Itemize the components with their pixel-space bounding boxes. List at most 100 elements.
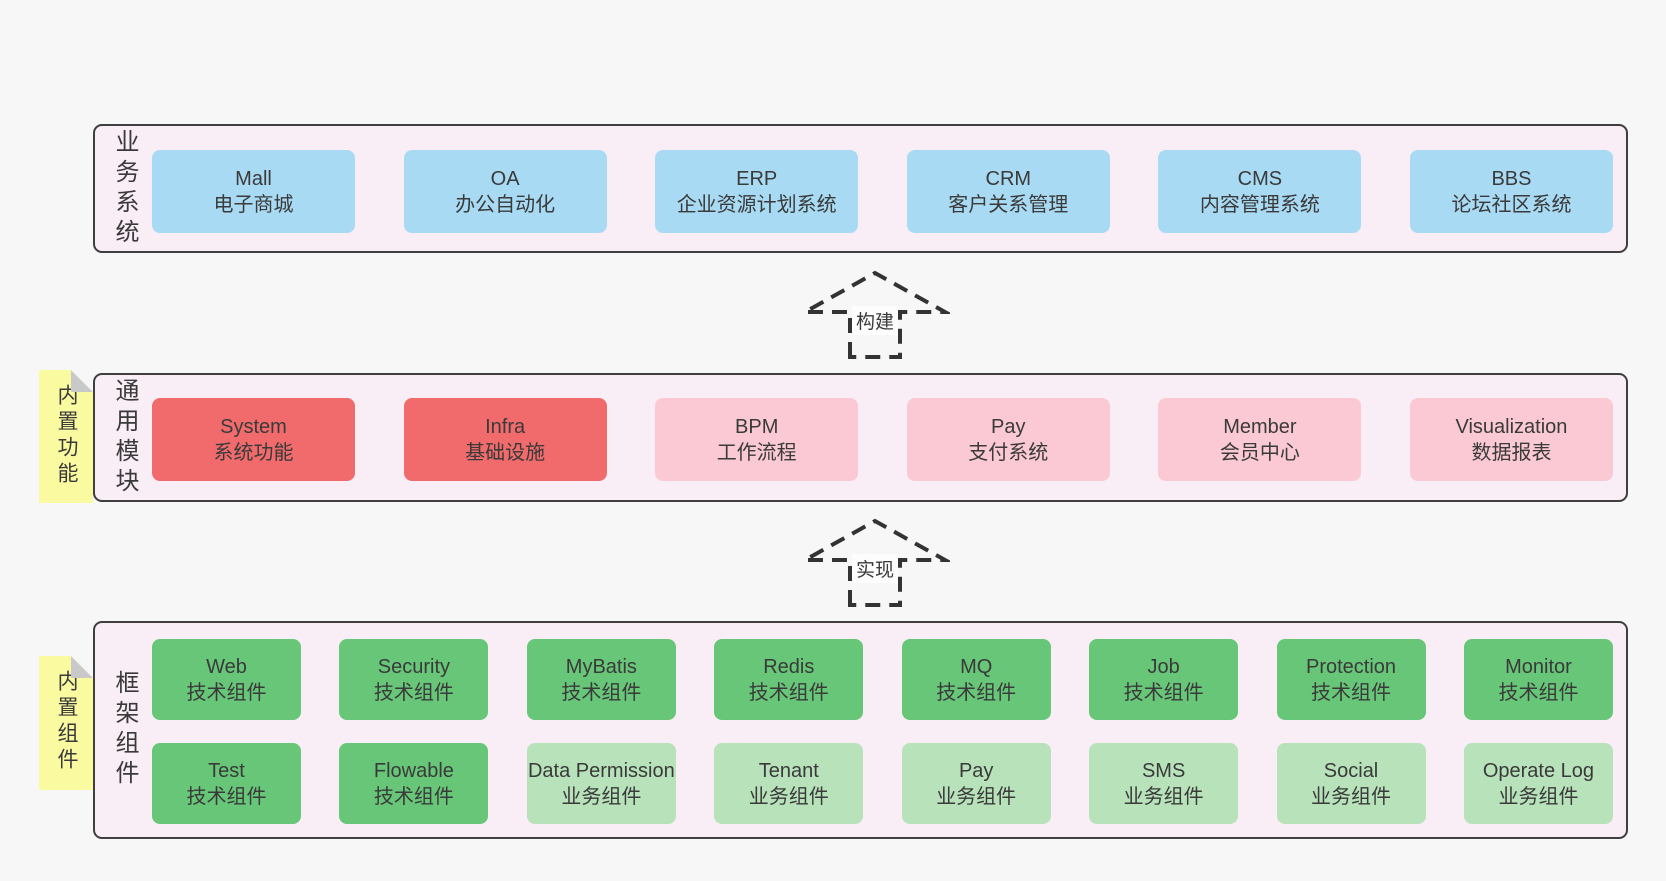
box-social: Social 业务组件	[1276, 743, 1426, 824]
box-subtitle: 技术组件	[373, 785, 454, 808]
box-mall: Mall 电子商城	[152, 150, 355, 233]
box-subtitle: 工作流程	[716, 441, 797, 464]
box-subtitle: 业务组件	[1311, 785, 1392, 808]
box-flowable: Flowable 技术组件	[339, 743, 489, 824]
box-title: BBS	[1491, 167, 1532, 190]
box-subtitle: 技术组件	[561, 681, 642, 704]
panel-framework-components: 框架组件 Web 技术组件 Security 技术组件 MyBatis 技术组件…	[93, 621, 1628, 839]
box-job: Job 技术组件	[1089, 639, 1239, 720]
framework-components-row-1: Web 技术组件 Security 技术组件 MyBatis 技术组件 Redi…	[152, 639, 1613, 720]
box-crm: CRM 客户关系管理	[906, 150, 1110, 233]
box-security: Security 技术组件	[339, 639, 489, 720]
box-tenant: Tenant 业务组件	[714, 743, 864, 824]
box-title: Data Permission	[527, 759, 675, 782]
box-subtitle: 论坛社区系统	[1451, 193, 1572, 216]
common-modules-row: System 系统功能 Infra 基础设施 BPM 工作流程 Pay 支付系统…	[152, 398, 1613, 481]
box-subtitle: 技术组件	[186, 681, 267, 704]
business-systems-row: Mall 电子商城 OA 办公自动化 ERP 企业资源计划系统 CRM 客户关系…	[152, 150, 1613, 233]
box-title: OA	[490, 167, 520, 190]
box-erp: ERP 企业资源计划系统	[655, 150, 859, 233]
box-protection: Protection 技术组件	[1276, 639, 1426, 720]
box-monitor: Monitor 技术组件	[1463, 639, 1613, 720]
box-subtitle: 技术组件	[186, 785, 267, 808]
box-subtitle: 业务组件	[1123, 785, 1204, 808]
box-web: Web 技术组件	[152, 639, 301, 720]
box-mybatis: MyBatis 技术组件	[526, 639, 676, 720]
box-title: Mall	[235, 167, 272, 190]
panel-common-modules-label: 通用模块	[111, 377, 138, 498]
arrow-build-label: 构建	[851, 306, 899, 335]
box-title: CRM	[985, 167, 1032, 190]
box-subtitle: 数据报表	[1471, 441, 1552, 464]
box-pay-business: Pay 业务组件	[901, 743, 1051, 824]
box-oa: OA 办公自动化	[403, 150, 607, 233]
box-subtitle: 内容管理系统	[1199, 193, 1320, 216]
box-title: Monitor	[1505, 655, 1572, 678]
box-infra: Infra 基础设施	[403, 398, 607, 481]
box-title: MyBatis	[565, 655, 637, 678]
panel-business-systems: 业务系统 Mall 电子商城 OA 办公自动化 ERP 企业资源计划系统 CRM…	[93, 124, 1628, 253]
box-subtitle: 系统功能	[213, 441, 294, 464]
box-title: Tenant	[758, 759, 819, 782]
panel-business-systems-label: 业务系统	[111, 128, 138, 249]
box-subtitle: 技术组件	[748, 681, 829, 704]
box-subtitle: 企业资源计划系统	[676, 193, 837, 216]
box-title: Web	[206, 655, 247, 678]
box-title: Flowable	[373, 759, 454, 782]
box-title: Member	[1223, 415, 1297, 438]
panel-common-modules: 通用模块 System 系统功能 Infra 基础设施 BPM 工作流程 Pay…	[93, 373, 1628, 502]
box-subtitle: 技术组件	[1311, 681, 1392, 704]
box-subtitle: 业务组件	[561, 785, 642, 808]
box-subtitle: 客户关系管理	[948, 193, 1069, 216]
box-title: BPM	[735, 415, 779, 438]
box-title: Job	[1147, 655, 1180, 678]
box-subtitle: 技术组件	[373, 681, 454, 704]
arrow-implement-label: 实现	[851, 554, 899, 583]
sticky-built-in-features: 内置功能	[39, 370, 93, 503]
sticky-built-in-components: 内置组件	[39, 656, 93, 790]
box-title: Visualization	[1455, 415, 1568, 438]
box-mq: MQ 技术组件	[901, 639, 1051, 720]
box-test: Test 技术组件	[152, 743, 301, 824]
box-title: Infra	[485, 415, 526, 438]
box-data-permission: Data Permission 业务组件	[526, 743, 676, 824]
box-subtitle: 业务组件	[936, 785, 1017, 808]
box-title: Operate Log	[1482, 759, 1595, 782]
box-cms: CMS 内容管理系统	[1158, 150, 1362, 233]
box-title: Pay	[958, 759, 994, 782]
box-subtitle: 业务组件	[748, 785, 829, 808]
box-title: ERP	[736, 167, 778, 190]
box-system: System 系统功能	[152, 398, 355, 481]
box-title: MQ	[960, 655, 993, 678]
box-subtitle: 技术组件	[1123, 681, 1204, 704]
box-title: Test	[208, 759, 245, 782]
box-title: Pay	[991, 415, 1026, 438]
arrow-build: 构建	[800, 268, 950, 360]
box-title: Protection	[1306, 655, 1397, 678]
box-subtitle: 办公自动化	[455, 193, 556, 216]
folded-corner-icon	[71, 370, 93, 392]
box-title: Redis	[763, 655, 815, 678]
panel-framework-components-label: 框架组件	[111, 670, 138, 790]
box-title: CMS	[1237, 167, 1283, 190]
box-subtitle: 电子商城	[213, 193, 294, 216]
framework-components-row-2: Test 技术组件 Flowable 技术组件 Data Permission …	[152, 743, 1613, 824]
arrow-implement: 实现	[800, 516, 950, 608]
box-bpm: BPM 工作流程	[655, 398, 859, 481]
box-subtitle: 支付系统	[968, 441, 1049, 464]
box-subtitle: 业务组件	[1498, 785, 1579, 808]
box-title: SMS	[1141, 759, 1186, 782]
sticky-built-in-features-label: 内置功能	[55, 384, 78, 488]
box-title: Social	[1323, 759, 1379, 782]
box-redis: Redis 技术组件	[714, 639, 864, 720]
box-visualization: Visualization 数据报表	[1409, 398, 1613, 481]
box-operate-log: Operate Log 业务组件	[1463, 743, 1613, 824]
box-bbs: BBS 论坛社区系统	[1409, 150, 1613, 233]
box-sms: SMS 业务组件	[1089, 743, 1239, 824]
up-arrow-icon	[800, 518, 950, 607]
box-subtitle: 技术组件	[1498, 681, 1579, 704]
box-member: Member 会员中心	[1158, 398, 1362, 481]
folded-corner-icon	[71, 656, 93, 678]
box-title: Security	[377, 655, 451, 678]
